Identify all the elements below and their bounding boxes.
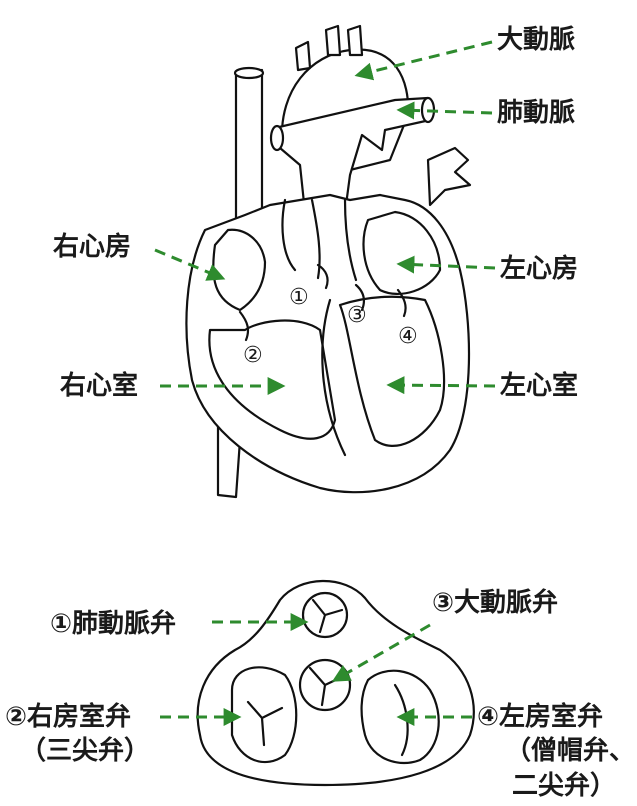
tricuspid-valve-ring <box>232 667 296 762</box>
aorta-branch-1 <box>296 42 310 70</box>
label-aortic-valve: ③大動脈弁 <box>432 587 558 618</box>
pulmonary-vein <box>428 148 470 205</box>
label-pulmonary-valve: ①肺動脈弁 <box>50 608 176 639</box>
label-mitral-alt-1: （僧帽弁、 <box>505 735 635 766</box>
heart-illustration <box>186 26 470 497</box>
label-mitral-valve: ④左房室弁 <box>477 701 603 732</box>
label-right-atrium: 右心房 <box>53 232 131 262</box>
label-left-ventricle: 左心室 <box>500 370 578 401</box>
aorta-branch-3 <box>348 26 362 55</box>
label-right-ventricle: 右心室 <box>60 370 138 401</box>
label-tricuspid-alt: （三尖弁） <box>20 735 150 766</box>
marker-v4: ④ <box>398 324 418 349</box>
aorta-branch-2 <box>326 26 340 55</box>
marker-v1: ① <box>289 285 309 310</box>
label-mitral-alt-2: 二尖弁） <box>512 770 616 801</box>
label-aorta: 大動脈 <box>497 25 575 55</box>
marker-v3: ③ <box>347 303 367 328</box>
label-left-atrium: 左心房 <box>500 254 578 284</box>
pulmonary-artery-left-end <box>271 126 283 150</box>
vena-cava-top <box>235 68 263 78</box>
marker-v2: ② <box>243 343 263 368</box>
label-tricuspid-valve: ②右房室弁 <box>5 701 131 732</box>
label-pulmonary-artery: 肺動脈 <box>497 98 575 128</box>
